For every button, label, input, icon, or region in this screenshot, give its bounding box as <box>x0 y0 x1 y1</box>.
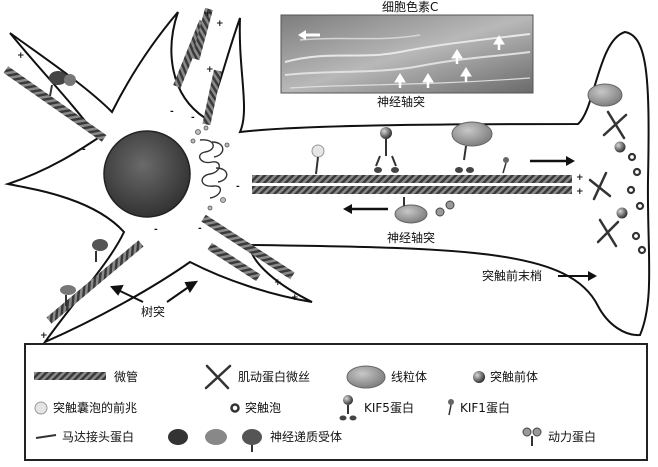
dendrite-label: 树突 <box>141 305 166 319</box>
axon-label: 神经轴突 <box>387 231 436 245</box>
plus-sign: + <box>576 173 584 183</box>
legend-label-dynein: 动力蛋白 <box>548 430 597 444</box>
dendrite-receptor-lower <box>60 239 108 306</box>
anterograde-arrow <box>530 156 575 166</box>
kif1-protein-icon <box>448 399 454 416</box>
nucleus <box>103 130 191 218</box>
dynein-icon <box>522 427 542 446</box>
terminal-pointer-arrow <box>558 271 597 281</box>
legend-label-presynaptic-body: 突触前体 <box>490 370 539 384</box>
legend-label-synaptic-vesicle: 突触泡 <box>245 401 282 415</box>
micrograph-title: 细胞色素C <box>382 0 439 14</box>
plus-sign: + <box>40 331 48 341</box>
legend-label-mitochondrion: 线粒体 <box>391 370 428 384</box>
plus-sign: + <box>206 65 214 75</box>
micrograph <box>280 14 534 94</box>
axon-microtubule-lower <box>252 186 572 194</box>
kif5-protein-icon <box>339 395 357 421</box>
axon-microtubule-upper <box>252 175 572 183</box>
micrograph-caption: 神经轴突 <box>377 95 426 109</box>
kif5-motor-with-mitochondrion <box>451 121 509 174</box>
legend <box>24 343 648 461</box>
terminal-mitochondrion <box>587 83 623 107</box>
axon-cargo-left <box>311 144 325 175</box>
minus-sign: - <box>170 107 174 117</box>
legend-label-synaptic-vesicle-precursor: 突触囊泡的前兆 <box>53 401 138 415</box>
legend-label-microtubule: 微管 <box>114 370 139 384</box>
actin-filaments <box>588 110 628 248</box>
minus-sign: - <box>236 182 240 192</box>
legend-label-kif5-protein: KIF5蛋白 <box>364 401 414 415</box>
golgi-vesicles <box>190 125 230 211</box>
synaptic-vesicle-precursor-icon <box>34 401 48 415</box>
synaptic-vesicle-icon <box>230 403 240 413</box>
presynaptic-body-icon <box>473 371 485 383</box>
dynein-with-mitochondrion <box>394 197 455 224</box>
presynaptic-bodies <box>614 141 628 219</box>
plus-sign: + <box>576 187 584 197</box>
polarity-markers: + - + + - - + - + + - + - + + <box>17 9 584 341</box>
plus-sign: + <box>17 51 25 61</box>
microtubule-icon <box>34 372 106 380</box>
legend-label-motor-adaptor-protein: 马达接头蛋白 <box>62 430 135 444</box>
golgi-apparatus <box>198 139 228 199</box>
plus-sign: + <box>291 293 299 303</box>
mitochondrion-icon <box>346 365 386 389</box>
kif5-motor-on-axon <box>374 127 399 173</box>
minus-sign: - <box>191 113 195 123</box>
terminal-label: 突触前末梢 <box>482 269 543 283</box>
legend-label-kif1-protein: KIF1蛋白 <box>460 401 510 415</box>
actin-filament-icon <box>204 364 232 390</box>
synaptic-vesicles <box>626 152 647 255</box>
neurotransmitter-receptor-icon <box>168 429 262 452</box>
plus-sign: + <box>216 19 224 29</box>
minus-sign: - <box>82 145 86 155</box>
plus-sign: + <box>204 9 212 19</box>
retrograde-arrow <box>343 204 388 214</box>
legend-label-neurotransmitter-receptor: 神经递质受体 <box>270 430 343 444</box>
plus-sign: + <box>274 278 282 288</box>
minus-sign: - <box>198 224 202 234</box>
white-arrows-up <box>394 35 505 88</box>
dendrite-arrows <box>109 280 199 303</box>
white-arrow-left <box>298 30 320 40</box>
dendrite-receptor-upper <box>49 71 76 97</box>
legend-icons <box>34 364 542 452</box>
motor-adaptor-protein-icon <box>35 434 57 439</box>
minus-sign: - <box>154 225 158 235</box>
legend-label-actin-filament: 肌动蛋白微丝 <box>238 370 311 384</box>
soma-microtubules <box>3 7 295 324</box>
